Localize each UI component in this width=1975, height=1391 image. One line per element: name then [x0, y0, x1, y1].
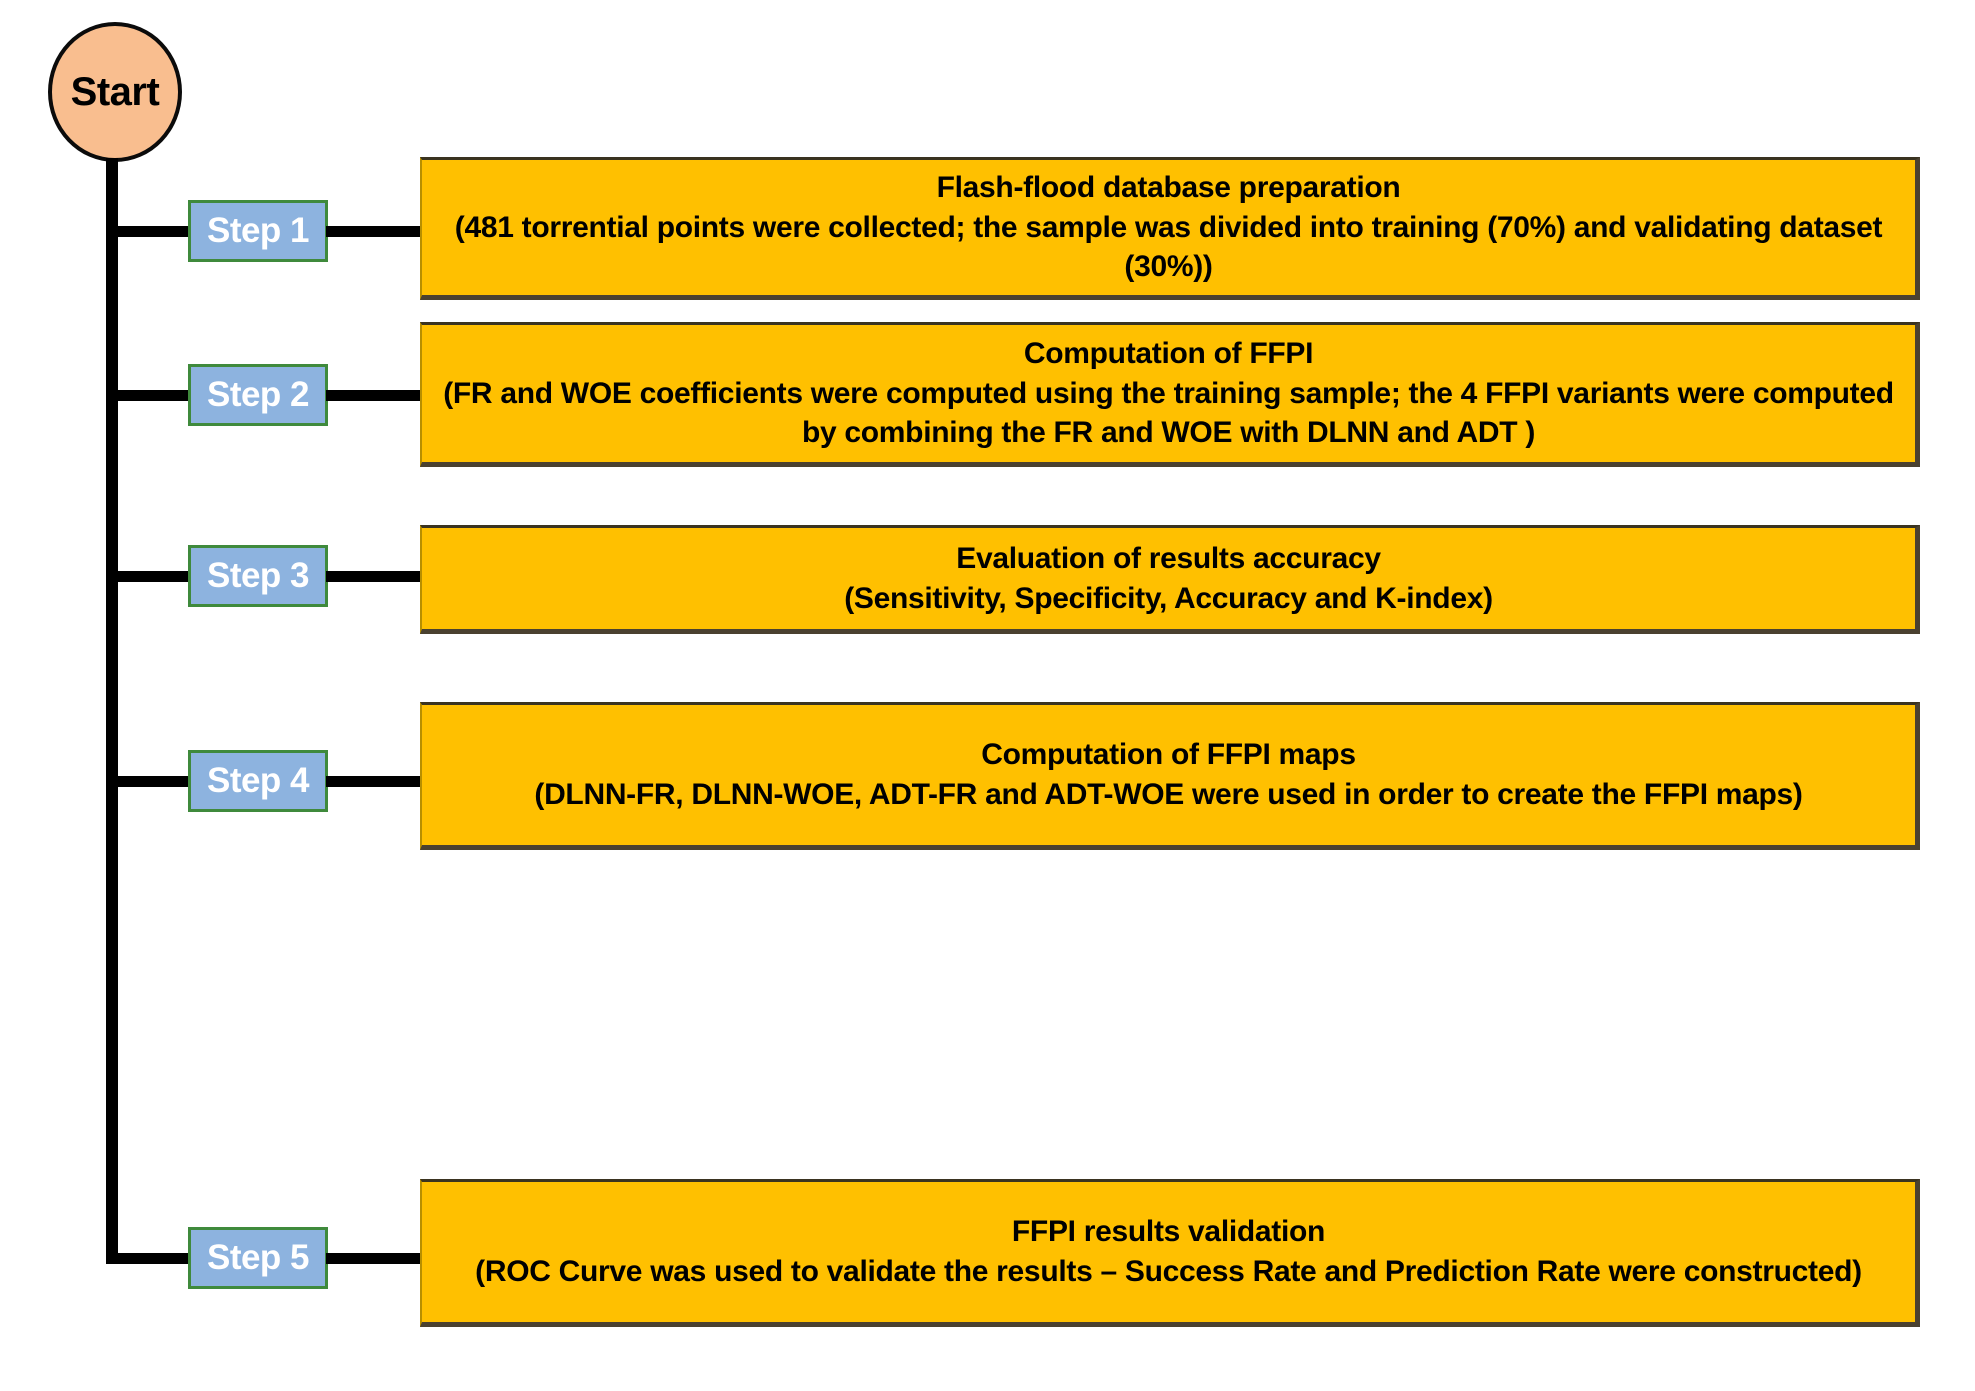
- description-box-2: Computation of FFPI (FR and WOE coeffici…: [420, 322, 1920, 467]
- step-chip-1[interactable]: Step 1: [188, 200, 328, 262]
- link-connector-step4: [326, 776, 426, 787]
- step-chip-3[interactable]: Step 3: [188, 545, 328, 607]
- description-box-4: Computation of FFPI maps (DLNN-FR, DLNN-…: [420, 702, 1920, 850]
- description-box-4-body: (DLNN-FR, DLNN-WOE, ADT-FR and ADT-WOE w…: [534, 778, 1803, 811]
- step-chip-2-label: Step 2: [206, 375, 310, 414]
- description-box-2-body: (FR and WOE coefficients were computed u…: [443, 376, 1894, 450]
- branch-connector-step2: [110, 390, 215, 401]
- description-box-2-title: Computation of FFPI: [1023, 337, 1314, 371]
- step-chip-1-label: Step 1: [206, 211, 310, 250]
- step-chip-4-label: Step 4: [206, 761, 310, 800]
- link-connector-step1: [326, 226, 426, 237]
- description-box-5: FFPI results validation (ROC Curve was u…: [420, 1179, 1920, 1327]
- vertical-connector-spine: [106, 158, 118, 1264]
- branch-connector-step5: [110, 1253, 215, 1264]
- description-box-4-title: Computation of FFPI maps: [981, 738, 1356, 772]
- description-box-5-body: (ROC Curve was used to validate the resu…: [475, 1255, 1862, 1288]
- step-chip-5-label: Step 5: [206, 1238, 310, 1277]
- description-box-1: Flash-flood database preparation (481 to…: [420, 157, 1920, 300]
- step-chip-4[interactable]: Step 4: [188, 750, 328, 812]
- description-box-1-body: (481 torrential points were collected; t…: [454, 210, 1883, 284]
- branch-connector-step4: [110, 776, 215, 787]
- description-box-5-title: FFPI results validation: [1011, 1215, 1326, 1249]
- branch-connector-step1: [110, 226, 215, 237]
- description-box-3-title: Evaluation of results accuracy: [956, 541, 1381, 575]
- link-connector-step2: [326, 390, 426, 401]
- link-connector-step3: [326, 571, 426, 582]
- start-node: Start: [48, 22, 182, 162]
- start-node-label: Start: [70, 69, 160, 114]
- link-connector-step5: [326, 1253, 426, 1264]
- description-box-3-body: (Sensitivity, Specificity, Accuracy and …: [844, 581, 1493, 615]
- step-chip-3-label: Step 3: [206, 556, 310, 595]
- description-box-1-title: Flash-flood database preparation: [936, 171, 1401, 205]
- description-box-3: Evaluation of results accuracy (Sensitiv…: [420, 525, 1920, 634]
- step-chip-5[interactable]: Step 5: [188, 1227, 328, 1289]
- branch-connector-step3: [110, 571, 215, 582]
- step-chip-2[interactable]: Step 2: [188, 364, 328, 426]
